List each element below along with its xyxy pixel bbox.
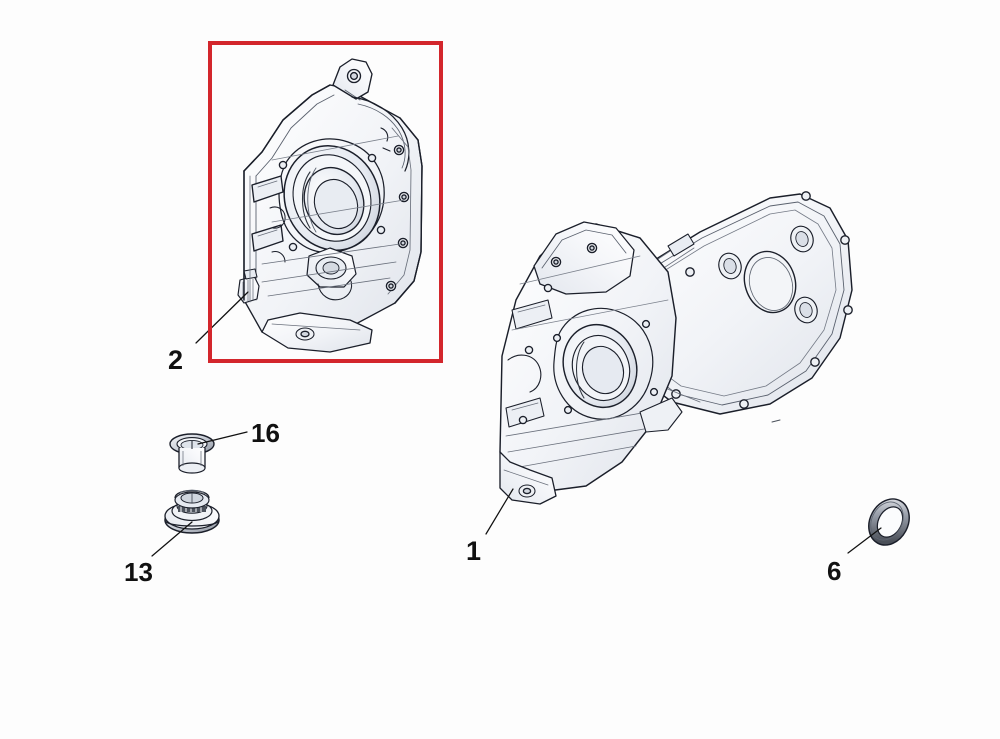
leader-line-6 [847,527,882,554]
callout-number-6: 6 [827,556,842,586]
callout-number-16: 16 [251,418,280,448]
callout-number-2: 2 [168,345,184,375]
callout-leader-lines [151,291,882,557]
part-6-o-ring-seal [868,498,910,546]
leader-line-16 [197,431,248,445]
callout-number-1: 1 [466,536,482,566]
leader-line-13 [151,521,193,557]
callout-number-13: 13 [124,557,153,587]
part-13-oil-seal-with-spring [164,489,220,534]
leader-line-2 [195,291,249,344]
part-2-right-crankcase-half [237,58,423,353]
leader-line-1 [485,488,514,535]
part-16-bushing-collar [169,433,215,474]
part-1-left-crankcase-half [499,191,853,505]
